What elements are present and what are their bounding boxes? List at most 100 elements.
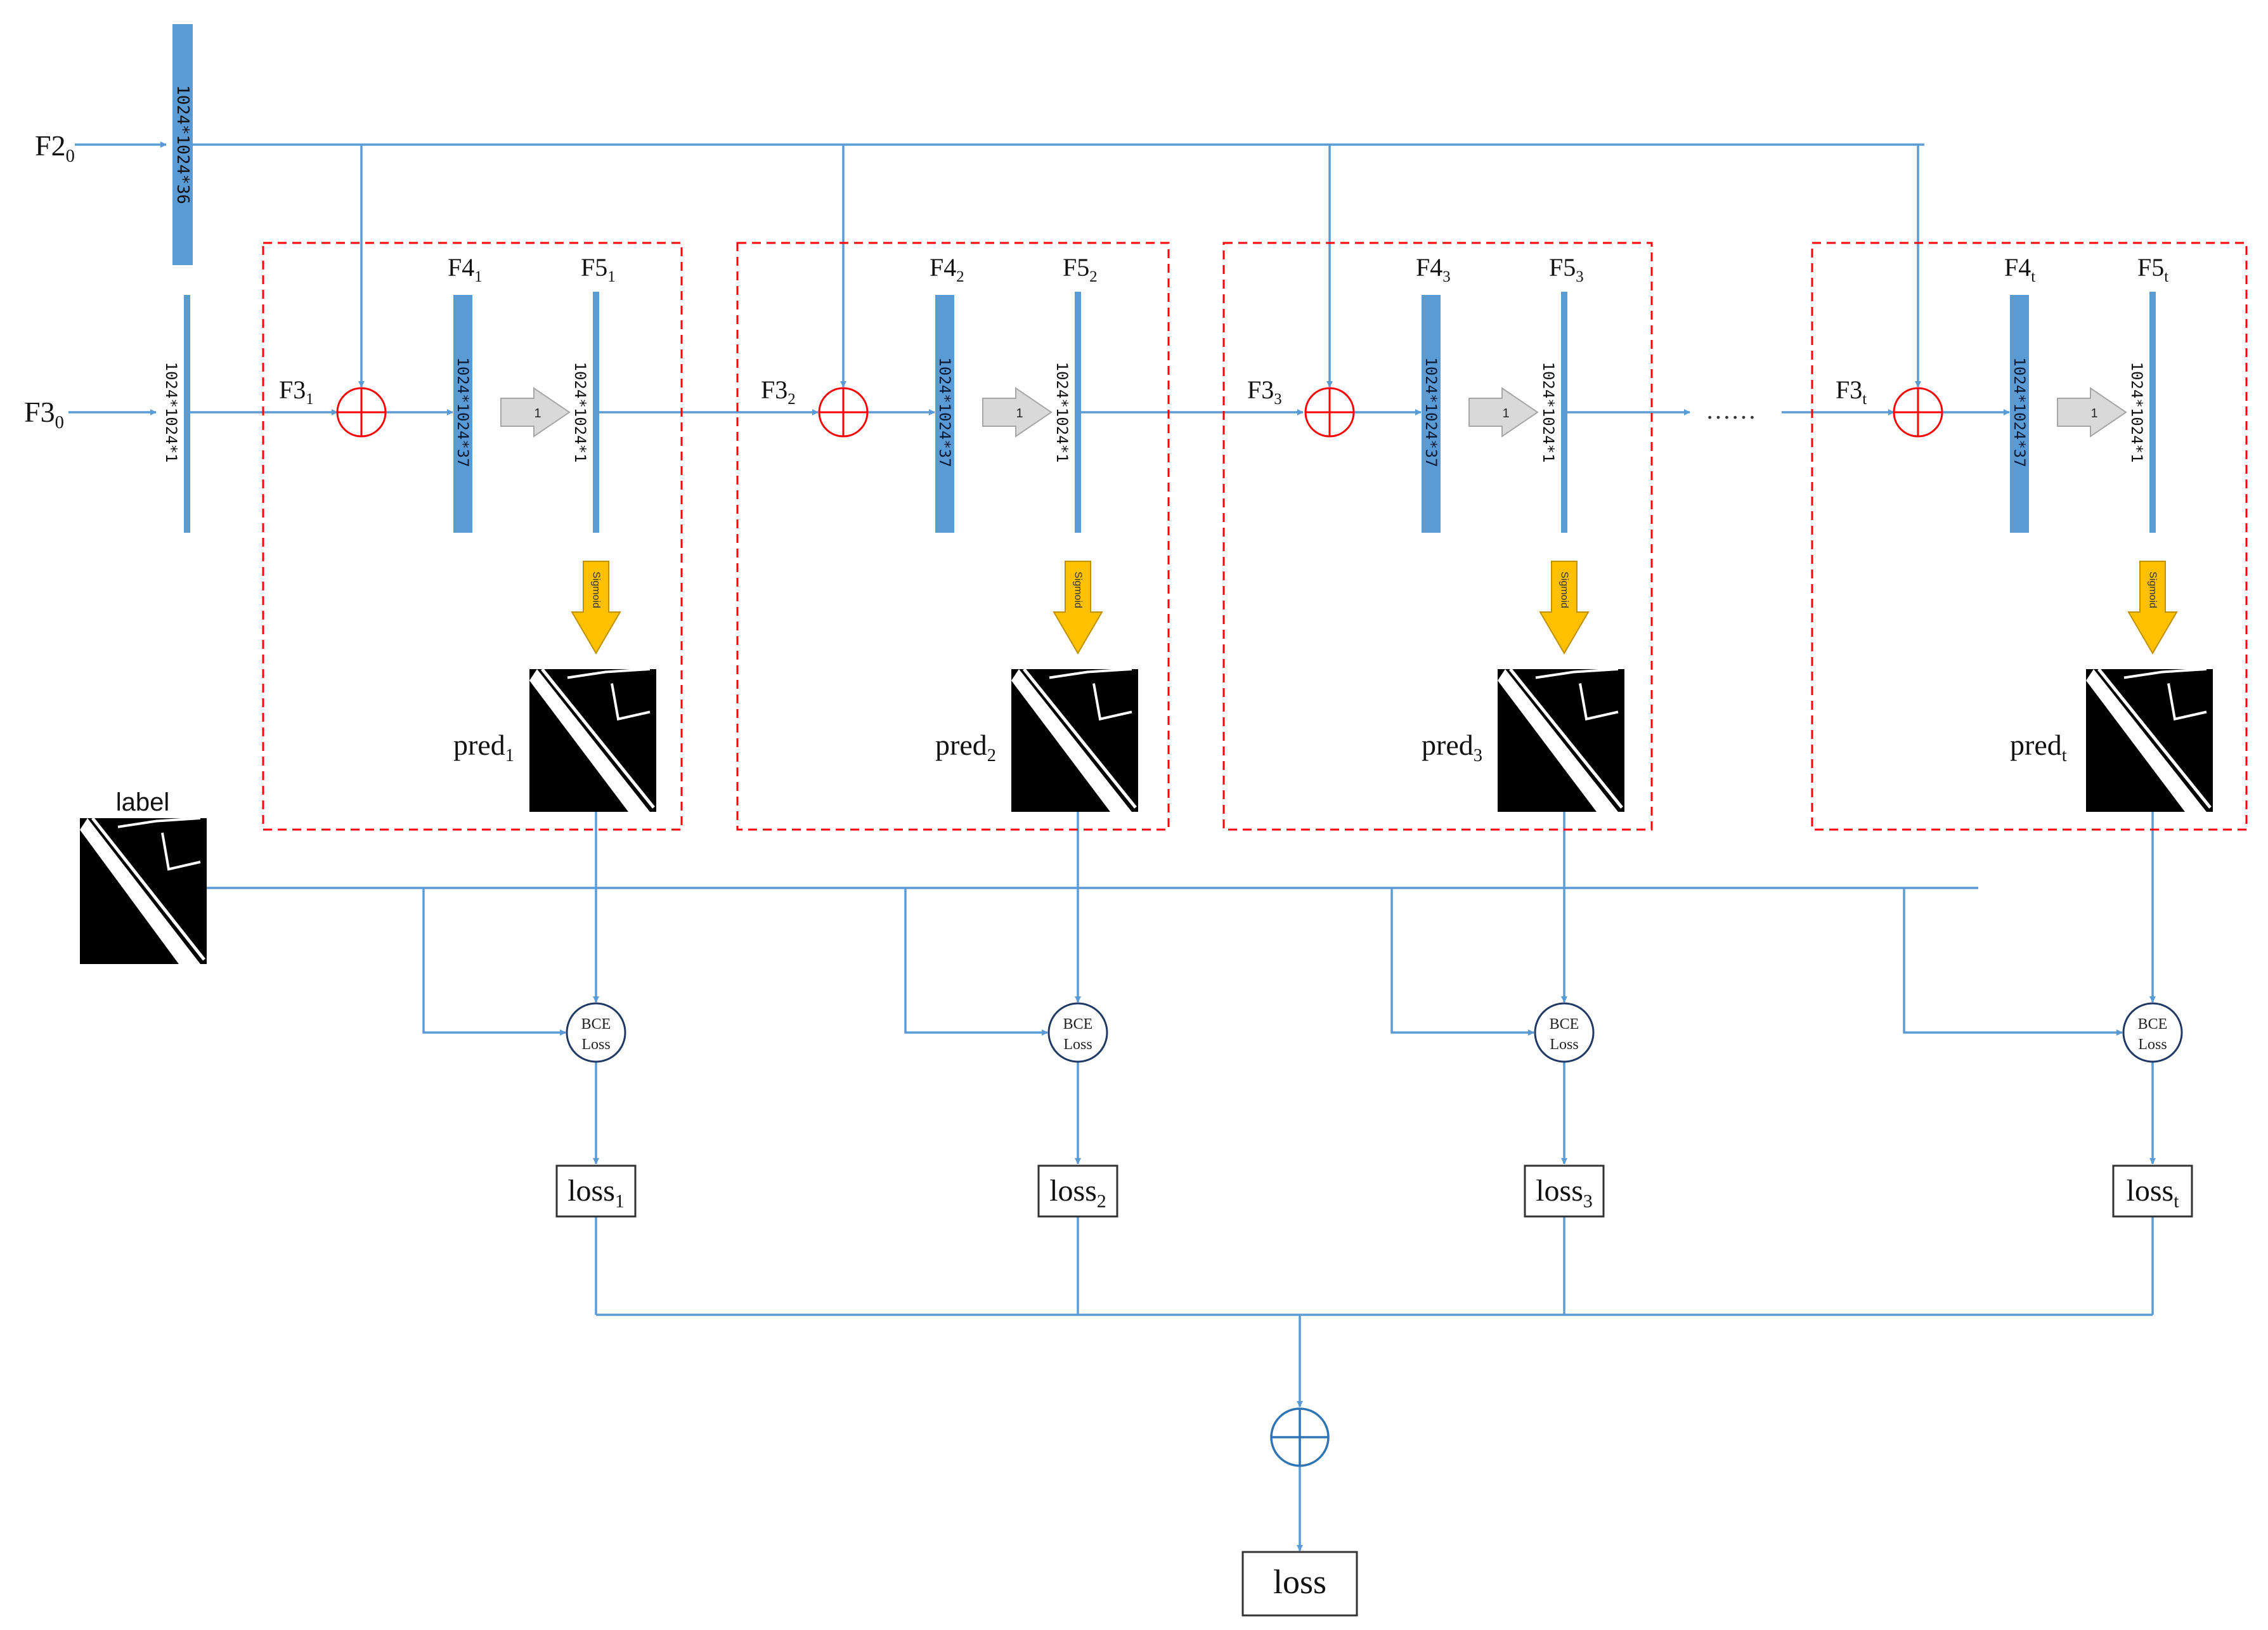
stage-f4-label: F43 xyxy=(1416,253,1451,285)
conv-arrow-shape xyxy=(1468,387,1539,438)
stage-f5-label-base: F5 xyxy=(581,253,607,282)
label-feed-arrow xyxy=(422,888,566,1036)
sum-plus-icon xyxy=(1270,1407,1330,1467)
stage-f4-label: F41 xyxy=(448,253,483,285)
label-feed-arrow xyxy=(1903,888,2123,1036)
concat-plus-icon xyxy=(1893,387,1943,438)
stage-dashed-box xyxy=(1222,242,1653,831)
bce-label-top: BCE xyxy=(2138,1016,2168,1033)
stage-f5-label: F53 xyxy=(1549,253,1584,285)
input-f3-dims: 1024*1024*1 xyxy=(162,362,180,463)
sigmoid-arrow-shape xyxy=(1539,561,1590,655)
conv-kernel-label: 1 xyxy=(1016,407,1023,421)
conv-arrow-icon: 1 xyxy=(1468,387,1539,438)
pred-image-road-edge xyxy=(541,668,655,809)
stage-f5-label-sub: t xyxy=(2164,268,2168,285)
conv-kernel-label: 1 xyxy=(1502,407,1509,421)
stage-f4-label-sub: 1 xyxy=(474,268,482,285)
stage-f5-label-sub: 2 xyxy=(1089,268,1097,285)
stage-loss-label: losst xyxy=(2127,1174,2180,1212)
stage-f4-label-base: F4 xyxy=(1416,253,1442,282)
sigmoid-arrow-icon: Sigmoid xyxy=(1053,561,1103,655)
bce-circle xyxy=(1534,1002,1595,1063)
stage-pred-label-sub: 1 xyxy=(505,746,514,766)
stage-loss-box xyxy=(1524,1164,1605,1218)
pred-image-building xyxy=(1092,683,1132,721)
bce-label-bottom: Loss xyxy=(581,1036,610,1053)
bce-circle xyxy=(1047,1002,1108,1063)
stage-f5-bar xyxy=(2149,292,2156,533)
stage-pred-label-base: pred xyxy=(1422,729,1474,761)
label-image-building xyxy=(161,832,201,871)
stage-pred-label: pred2 xyxy=(935,729,996,766)
input-f3-label: F30 xyxy=(24,396,64,433)
concat-plus-icon xyxy=(818,387,869,438)
stage-loss-label: loss1 xyxy=(567,1174,625,1212)
pred-image-road-main xyxy=(1011,669,1132,812)
pred-image xyxy=(1011,668,1138,812)
stage-f4-label-base: F4 xyxy=(930,253,956,282)
conv-kernel-label: 1 xyxy=(2090,407,2097,421)
conv-arrow-shape xyxy=(2057,387,2127,438)
pred-image xyxy=(529,668,656,812)
stage-loss-box xyxy=(555,1164,637,1218)
sigmoid-label: Sigmoid xyxy=(1559,571,1570,608)
stage-loss-label: loss3 xyxy=(1536,1174,1593,1212)
stage-loss-label-sub: 2 xyxy=(1097,1191,1106,1212)
sigmoid-arrow-icon: Sigmoid xyxy=(1539,561,1590,655)
stage-f5-label-base: F5 xyxy=(1549,253,1576,282)
sigmoid-arrow-shape xyxy=(571,561,621,655)
stage-pred-label: predt xyxy=(2010,729,2067,766)
stage-pred-label-sub: 2 xyxy=(987,746,996,766)
stage-loss-label-sub: t xyxy=(2174,1191,2179,1212)
stage-f5-dims: 1024*1024*1 xyxy=(571,362,589,463)
stage-pred-label-base: pred xyxy=(2010,729,2062,761)
pred-image-road-top xyxy=(1049,668,1132,679)
stage-f5-label: F5t xyxy=(2137,253,2168,285)
stage-f5-label-sub: 3 xyxy=(1576,268,1583,285)
input-f2-label-base: F2 xyxy=(35,129,66,162)
stage-loss-label-base: loss xyxy=(1536,1174,1583,1208)
label-image-road-main xyxy=(80,818,200,964)
stage-f5-dims: 1024*1024*1 xyxy=(2128,362,2146,463)
stage-f5-dims: 1024*1024*1 xyxy=(1053,362,1071,463)
label-feed-arrow xyxy=(1390,888,1534,1036)
stage-f4-label: F42 xyxy=(930,253,964,285)
sigmoid-label: Sigmoid xyxy=(2148,571,2158,608)
pred-image-road-main xyxy=(2086,669,2206,812)
input-f2-label: F20 xyxy=(35,129,75,166)
bce-circle xyxy=(566,1002,626,1063)
stage-f3-label-base: F3 xyxy=(761,375,787,404)
stage-f4-label-sub: t xyxy=(2031,268,2035,285)
label-image xyxy=(80,817,207,964)
stage-pred-label-base: pred xyxy=(453,729,505,761)
stage-f5-label-base: F5 xyxy=(1063,253,1089,282)
stage-loss-label-sub: 1 xyxy=(615,1191,625,1212)
stage-dashed-box xyxy=(262,242,683,831)
stage-loss-label-sub: 3 xyxy=(1583,1191,1593,1212)
stage-f4-label-base: F4 xyxy=(448,253,474,282)
conv-arrow-icon: 1 xyxy=(500,387,571,438)
stage-loss-box xyxy=(1037,1164,1118,1218)
concat-plus-icon xyxy=(1304,387,1355,438)
stage-f3-label-sub: 1 xyxy=(306,391,313,408)
stage-f5-dims: 1024*1024*1 xyxy=(1539,362,1557,463)
bce-label-top: BCE xyxy=(581,1016,611,1033)
input-f2-dims: 1024*1024*36 xyxy=(173,85,192,204)
stage-f3-label: F32 xyxy=(761,375,796,408)
label-image-road-edge xyxy=(91,817,205,961)
stage-loss-box xyxy=(2112,1164,2193,1218)
pred-image-building xyxy=(611,683,651,721)
bce-label-top: BCE xyxy=(1063,1016,1093,1033)
bce-loss-node: BCE Loss xyxy=(566,1002,626,1063)
sigmoid-label: Sigmoid xyxy=(1073,571,1084,608)
stage-pred-label-base: pred xyxy=(935,729,987,761)
pred-image-road-edge xyxy=(1023,668,1137,809)
pred-image-road-edge xyxy=(2097,668,2212,809)
stage-f4-label-sub: 3 xyxy=(1442,268,1450,285)
